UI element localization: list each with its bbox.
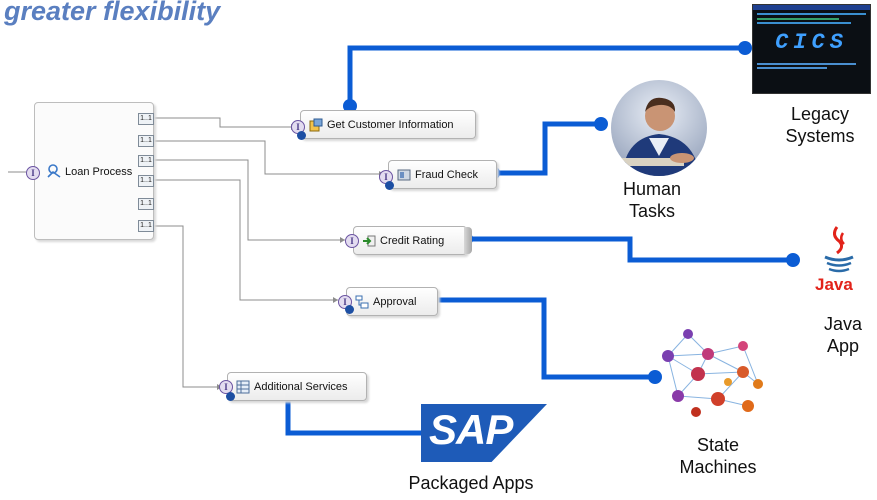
component-label: Get Customer Information xyxy=(327,118,454,131)
table-icon xyxy=(236,380,250,393)
java-cup-icon xyxy=(824,226,854,273)
interface-icon: I xyxy=(345,234,359,248)
loan-process-node[interactable] xyxy=(34,102,154,240)
page-title: greater flexibility xyxy=(4,0,221,26)
state-network-image xyxy=(662,329,763,417)
fraud-check-component[interactable]: Fraud Check xyxy=(388,160,497,189)
connector-sap xyxy=(285,393,430,436)
warning-icon xyxy=(345,305,354,314)
component-label: Fraud Check xyxy=(415,168,478,181)
reference-port[interactable]: 1..1 xyxy=(138,155,154,167)
reference-port[interactable]: 1..1 xyxy=(138,220,154,232)
arrow-import-icon xyxy=(363,235,376,246)
caption-line: Java xyxy=(823,314,863,334)
caption-line: State xyxy=(696,435,740,455)
connector-dot xyxy=(786,253,800,267)
get-customer-information-component[interactable]: Get Customer Information xyxy=(300,110,476,139)
connector-dot xyxy=(648,370,662,384)
caption-line: Systems xyxy=(785,126,855,146)
packaged-apps-caption: Packaged Apps xyxy=(408,473,534,493)
connector-legacy xyxy=(347,45,745,106)
connector-dot xyxy=(343,99,357,113)
java-logo: Java xyxy=(801,221,877,301)
loan-process-label: Loan Process xyxy=(65,166,133,178)
resize-grip[interactable] xyxy=(464,227,472,254)
wire-credit-rating xyxy=(153,159,345,241)
component-label: Additional Services xyxy=(254,380,348,393)
wire-approval xyxy=(153,179,338,301)
interface-icon: I xyxy=(26,166,40,180)
credit-rating-component[interactable]: Credit Rating xyxy=(353,226,472,255)
legacy-systems-caption: Legacy Systems xyxy=(770,103,870,147)
database-icon xyxy=(309,118,323,131)
reference-port[interactable]: 1..1 xyxy=(138,135,154,147)
caption-line: Machines xyxy=(679,457,757,477)
caption-line: App xyxy=(826,336,860,356)
java-app-caption: Java App xyxy=(815,313,871,357)
approval-component[interactable]: Approval xyxy=(346,287,438,316)
human-person-image xyxy=(611,80,707,176)
warning-icon xyxy=(226,392,235,401)
component-label: Approval xyxy=(373,295,417,308)
reference-port[interactable]: 1..1 xyxy=(138,175,154,187)
connector-dot xyxy=(594,117,608,131)
connector-java xyxy=(466,236,793,263)
java-logo-text: Java xyxy=(815,275,853,294)
human-tasks-caption: Human Tasks xyxy=(612,178,692,222)
caption-line: Tasks xyxy=(628,201,675,221)
legacy-terminal-image: CICS xyxy=(752,4,871,94)
cics-logo-text: CICS xyxy=(775,30,848,55)
warning-icon xyxy=(385,181,394,190)
connector-human xyxy=(493,121,601,176)
additional-services-component[interactable]: Additional Services xyxy=(227,372,367,401)
component-label: Credit Rating xyxy=(380,234,445,247)
sap-logo: SAP xyxy=(421,404,547,462)
reference-port[interactable]: 1..1 xyxy=(138,198,154,210)
state-machines-caption: State Machines xyxy=(668,434,768,478)
caption-line: Legacy xyxy=(790,104,850,124)
caption-line: Human xyxy=(622,179,682,199)
wire-fraud-check xyxy=(153,140,384,175)
reference-port[interactable]: 1..1 xyxy=(138,113,154,125)
connector-dot xyxy=(738,41,752,55)
sap-logo-text: SAP xyxy=(429,406,513,453)
wire-additional xyxy=(153,225,222,388)
state-machine-icon xyxy=(355,295,369,308)
wire-get-customer xyxy=(153,117,296,128)
connector-state xyxy=(430,297,655,380)
service-icon xyxy=(397,169,411,180)
warning-icon xyxy=(297,131,306,140)
process-icon xyxy=(47,164,61,178)
